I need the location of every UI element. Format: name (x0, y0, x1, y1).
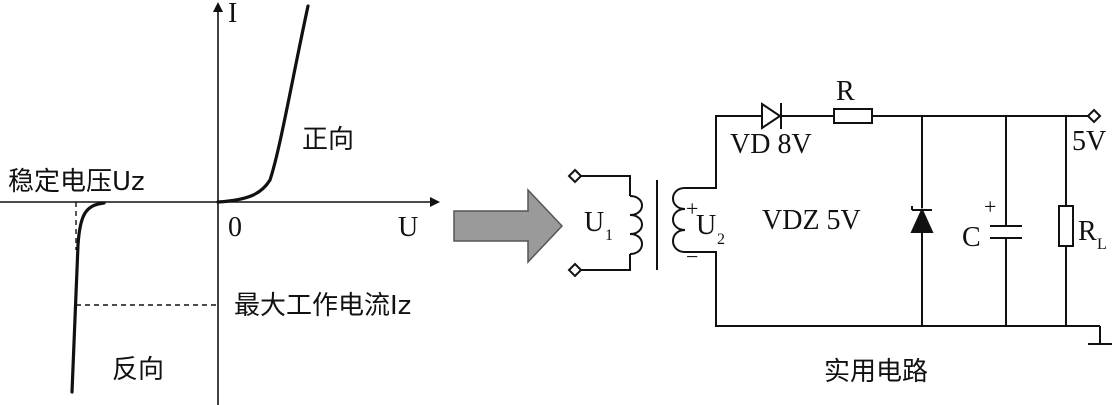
zener-vdz (910, 207, 934, 233)
vd-label: VD 8V (730, 129, 812, 160)
stable-voltage-label: 稳定电压Uz (8, 167, 145, 197)
reverse-curve (70, 201, 106, 394)
c-label: C (962, 222, 981, 253)
origin-label: 0 (228, 212, 242, 243)
circuit-caption: 实用电路 (824, 357, 928, 387)
diode-vd (761, 102, 782, 130)
u1-sub: 1 (605, 227, 613, 244)
u-axis-label: U (398, 212, 418, 243)
u2-sub: 2 (717, 231, 725, 248)
input-terminal-top (567, 168, 583, 184)
rl-sub: L (1097, 236, 1107, 253)
resistor-r (833, 108, 873, 124)
u2-label: U (696, 210, 716, 241)
reverse-label: 反向 (112, 355, 164, 385)
u2-plus: + (686, 196, 698, 221)
input-terminal-bottom (567, 262, 583, 278)
transition-arrow (453, 188, 564, 264)
resistor-rl (1058, 205, 1074, 247)
practical-circuit: U 1 U 2 + − VD 8V R VDZ 5V + C R L 5V 实用… (567, 76, 1112, 387)
vdz-label: VDZ 5V (762, 205, 861, 236)
u2-minus: − (686, 244, 698, 269)
forward-curve (216, 4, 310, 204)
u1-label: U (584, 207, 604, 238)
forward-label: 正向 (302, 125, 354, 155)
output-terminal (1086, 108, 1102, 124)
i-axis-label: I (228, 0, 237, 29)
c-plus: + (984, 194, 996, 219)
rl-label: R (1078, 216, 1097, 247)
vi-characteristic: I U 0 正向 反向 稳定电压Uz 最大工作电流Iz (0, 0, 440, 405)
ground-symbol (1088, 326, 1112, 345)
out-voltage-label: 5V (1072, 126, 1106, 157)
max-current-label: 最大工作电流Iz (234, 291, 411, 321)
r-label: R (836, 76, 855, 107)
primary-coil (629, 195, 643, 255)
secondary-coil (672, 187, 686, 253)
